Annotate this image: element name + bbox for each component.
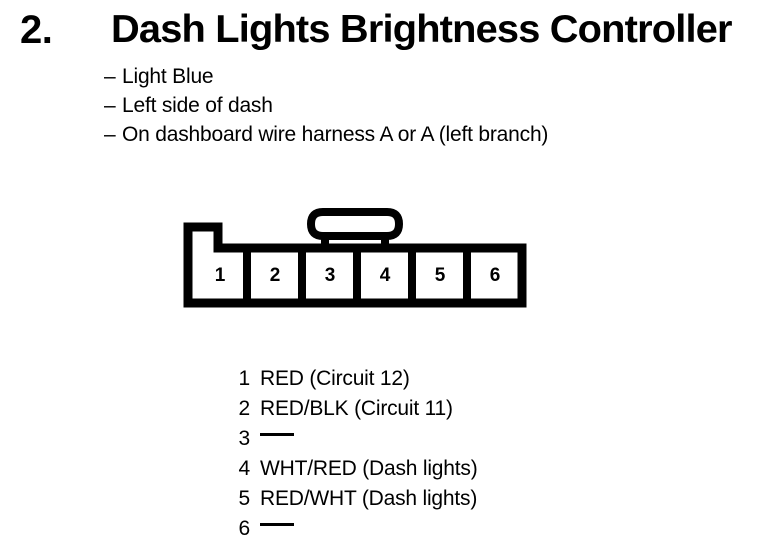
header: 2. Dash Lights Brightness Controller: [0, 6, 768, 54]
cavity-label-5: 5: [435, 265, 446, 286]
pin-index: 5: [238, 487, 251, 510]
pin-description: RED (Circuit 12): [260, 367, 410, 390]
pin-description: [260, 509, 294, 539]
cavity-dividers: [243, 252, 471, 300]
dash-icon: –: [104, 65, 116, 88]
cavity-label-3: 3: [325, 265, 336, 286]
connector-body: [183, 222, 527, 308]
list-item: 6: [228, 514, 648, 544]
empty-cavity-icon: [260, 432, 294, 436]
list-item: –Light Blue: [104, 62, 724, 91]
connector-diagram: 1 2 3 4 5 6: [175, 200, 535, 310]
bullet-text: Light Blue: [122, 65, 214, 88]
pin-index: 2: [238, 397, 251, 420]
item-number: 2.: [20, 8, 53, 52]
locking-tab-icon: [306, 208, 404, 252]
bullet-list: –Light Blue –Left side of dash –On dashb…: [104, 62, 724, 149]
cavity-label-4: 4: [380, 265, 391, 286]
pin-description: WHT/RED (Dash lights): [260, 457, 478, 480]
list-item: –On dashboard wire harness A or A (left …: [104, 120, 724, 149]
bullet-text: On dashboard wire harness A or A (left b…: [122, 123, 549, 146]
dash-icon: –: [104, 94, 116, 117]
pin-index: 3: [238, 427, 251, 450]
list-item: 5 RED/WHT (Dash lights): [228, 484, 648, 514]
pin-description: RED/WHT (Dash lights): [260, 487, 478, 510]
page-title: Dash Lights Brightness Controller: [111, 8, 732, 51]
list-item: 4 WHT/RED (Dash lights): [228, 454, 648, 484]
empty-cavity-icon: [260, 522, 294, 526]
cavity-numbers: 1 2 3 4 5 6: [215, 265, 501, 286]
cavity-label-1: 1: [215, 265, 226, 286]
list-item: –Left side of dash: [104, 91, 724, 120]
pin-description: RED/BLK (Circuit 11): [260, 397, 453, 420]
cavity-label-2: 2: [270, 265, 281, 286]
list-item: 3: [228, 424, 648, 454]
pin-index: 6: [238, 517, 251, 540]
cavity-label-6: 6: [490, 265, 501, 286]
pin-index: 4: [238, 457, 251, 480]
bullet-text: Left side of dash: [122, 94, 273, 117]
list-item: 1 RED (Circuit 12): [228, 364, 648, 394]
pin-index: 1: [238, 367, 251, 390]
dash-icon: –: [104, 123, 116, 146]
pin-description: [260, 419, 294, 449]
list-item: 2 RED/BLK (Circuit 11): [228, 394, 648, 424]
